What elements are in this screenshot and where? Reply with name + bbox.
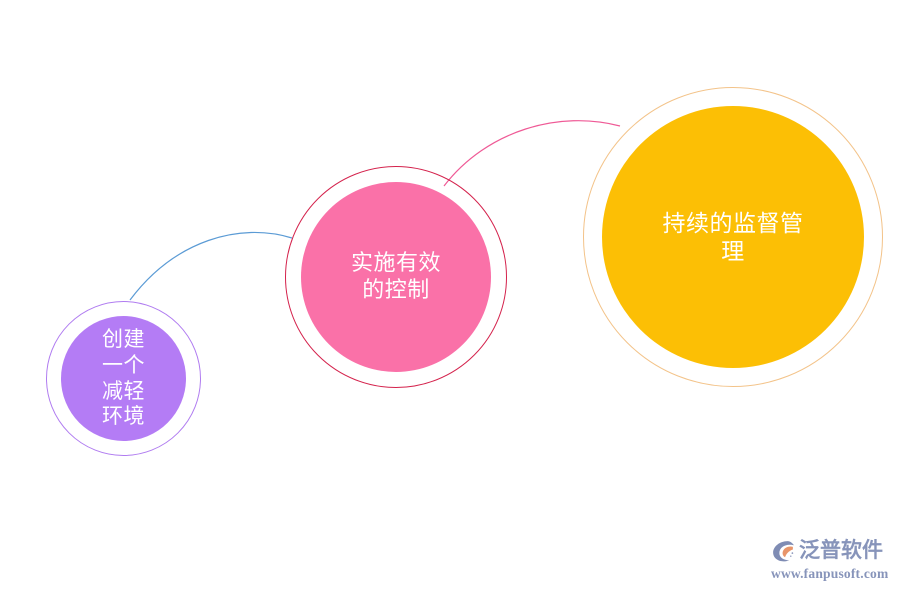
node-label: 实施有效 的控制 — [350, 250, 441, 302]
node-disc: 实施有效 的控制 — [301, 182, 491, 372]
watermark-brand: 泛普软件 — [799, 538, 883, 562]
node-disc: 持续的监督管 理 — [602, 106, 864, 368]
watermark-logo-row: 泛普软件 — [770, 536, 883, 565]
node-outer-ring — [583, 87, 883, 387]
node-label: 持续的监督管 理 — [662, 209, 804, 264]
fanpu-logo-icon — [773, 540, 794, 561]
watermark-url: www.fanpusoft.com — [771, 566, 889, 581]
node-effective-control[interactable]: 实施有效 的控制 — [285, 166, 507, 388]
watermark: 泛普软件 www.fanpusoft.com — [770, 536, 894, 586]
node-ongoing-supervision[interactable]: 持续的监督管 理 — [583, 87, 883, 387]
connector-pink-to-yellow — [443, 120, 621, 187]
node-disc: 创建 一个 减轻 环境 — [61, 316, 186, 441]
node-label: 创建 一个 减轻 环境 — [102, 328, 145, 429]
node-outer-ring — [285, 166, 507, 388]
node-create-environment[interactable]: 创建 一个 减轻 环境 — [46, 301, 201, 456]
node-outer-ring — [46, 301, 201, 456]
connector-purple-to-pink — [129, 231, 293, 301]
